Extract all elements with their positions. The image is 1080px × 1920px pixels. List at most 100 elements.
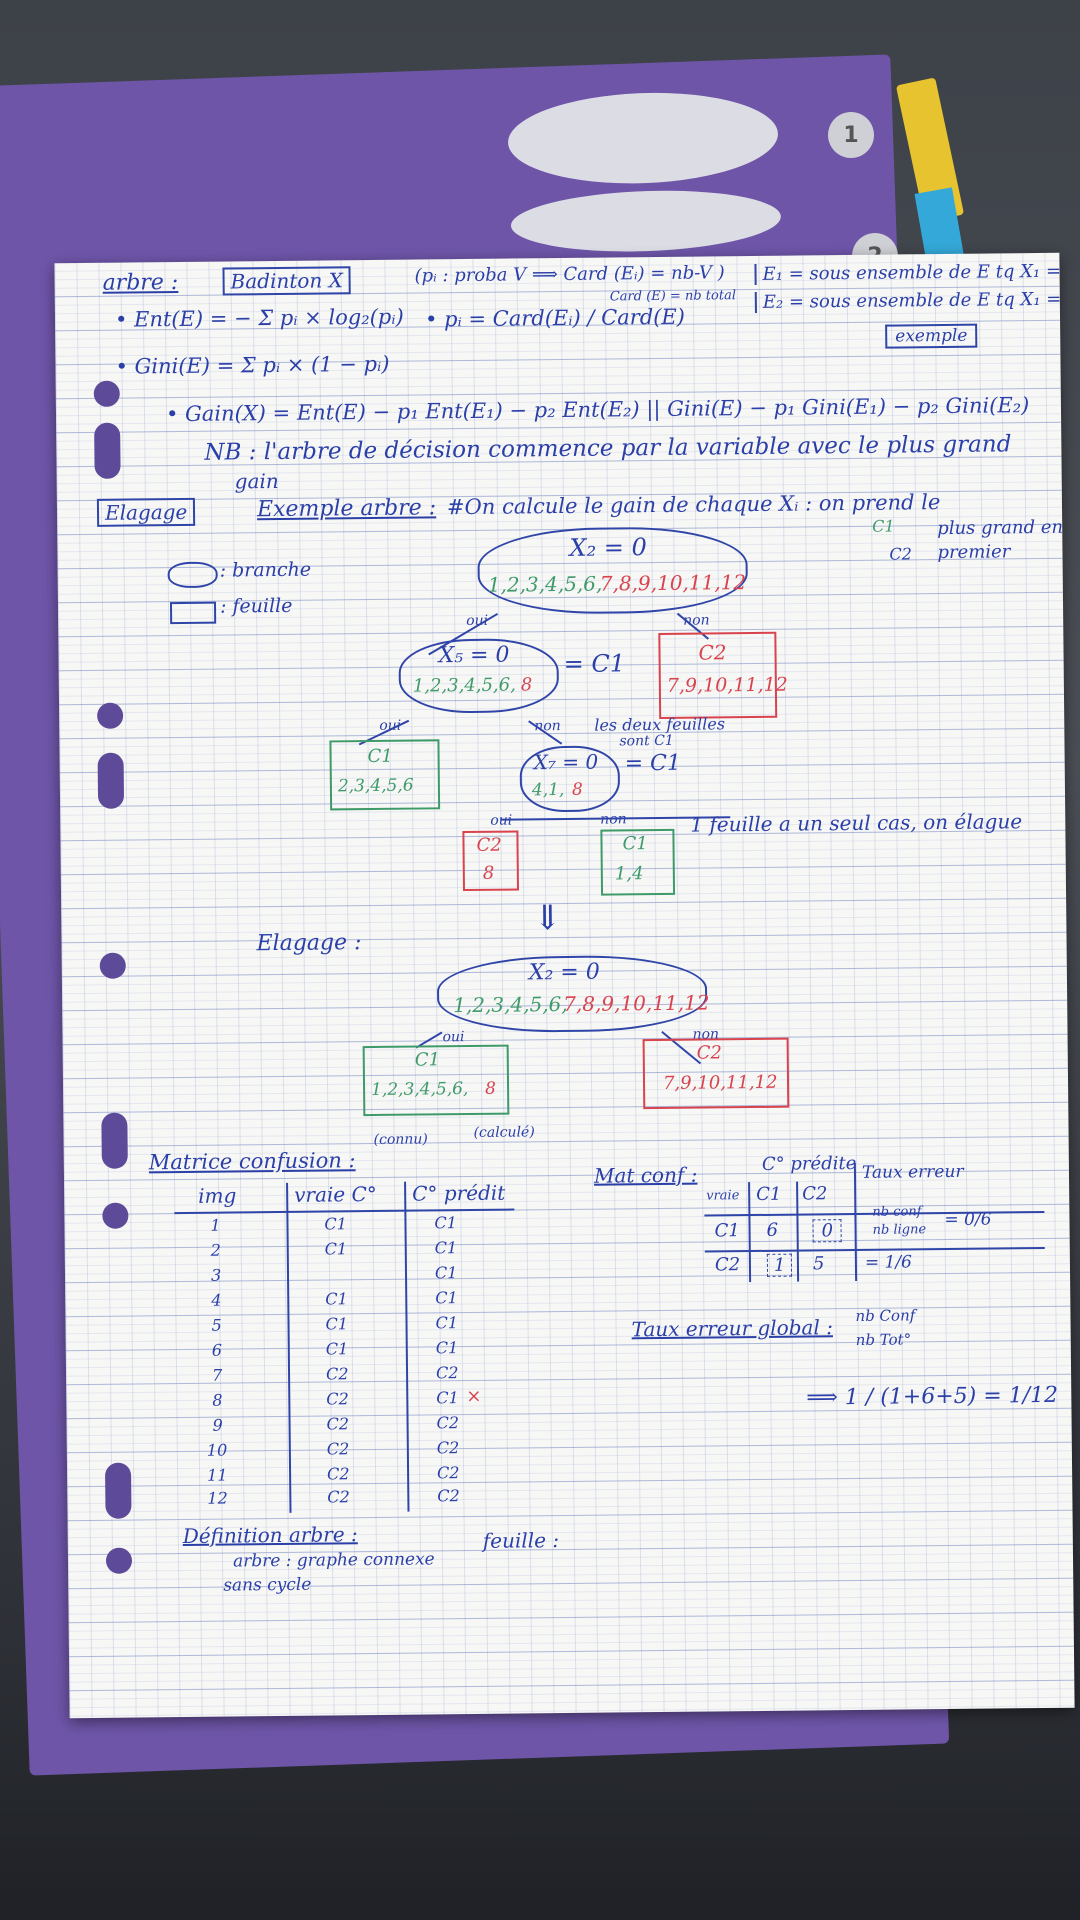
elagage-title: Elagage : (256, 930, 362, 957)
row-img: 7 (211, 1365, 223, 1385)
leaf-label: C2 (476, 834, 502, 856)
leaf-values: 8 (482, 862, 495, 884)
leaf-values-c2: 8 (484, 1078, 497, 1099)
leaf-label: C2 (698, 640, 727, 665)
row-vraie: C2 (326, 1389, 349, 1409)
gain-formula: • Gain(X) = Ent(E) − p₁ Ent(E₁) − p₂ Ent… (165, 393, 1030, 427)
leaf-label: C1 (367, 745, 393, 768)
row-c1: C1 (714, 1220, 740, 1242)
definition-line2: sans cycle (223, 1574, 312, 1596)
column-divider (404, 1181, 410, 1512)
leaf-label: C1 (622, 833, 648, 855)
row-c2: C2 (714, 1254, 741, 1276)
row-vraie: C2 (327, 1464, 350, 1484)
nb-note: NB : l'arbre de décision commence par la… (204, 431, 1012, 466)
matrice-title: Matrice confusion : (148, 1148, 356, 1175)
row-predit: C2 (435, 1363, 459, 1383)
folder-label-oval (509, 186, 782, 256)
leaf-legend: : feuille (219, 594, 293, 618)
row-vraie: C1 (324, 1239, 348, 1259)
grid-line (796, 1181, 800, 1282)
punch-hole (104, 1462, 132, 1519)
global-frac-top: nb Conf (855, 1306, 916, 1325)
tree1-node-x5: X₅ = 0 1,2,3,4,5,6, 8 (398, 638, 560, 714)
frac-top: nb conf (872, 1204, 922, 1220)
row-predit: C2 (436, 1413, 460, 1433)
row-vraie: C2 (327, 1487, 350, 1507)
row-img: 3 (210, 1265, 222, 1285)
leaf-legend-box (169, 601, 217, 625)
node-label: X₅ = 0 (438, 642, 510, 669)
col-c2: C2 (802, 1183, 828, 1205)
row-img: 4 (211, 1290, 222, 1310)
tree1-leaf-c2: C2 7,9,10,11,12 (658, 631, 788, 719)
row-img: 9 (212, 1415, 223, 1435)
row-img: 1 (210, 1215, 221, 1235)
cell-c2-c2: 5 (812, 1253, 825, 1275)
header-underline (174, 1208, 515, 1215)
node-x7-equals: = C1 (624, 750, 682, 777)
leaf-values: 1,4 (614, 863, 644, 885)
col-c1: C1 (756, 1183, 782, 1206)
matconf-title: Mat conf : (593, 1162, 698, 1188)
node-values-c1: 1,2,3,4,5,6, (487, 571, 603, 597)
node-values-c2: 7,8,9,10,11,12 (599, 570, 747, 596)
global-result: ⟹ 1 / (1+6+5) = 1/12 (806, 1382, 1059, 1411)
proba-note: (pᵢ : proba V ⟹ Card (Eᵢ) = nb-V ) (414, 262, 725, 287)
tree1-leaf-c1b: C1 1,4 (600, 828, 676, 896)
row-img: 10 (206, 1440, 228, 1460)
tree1-root-node: X₂ = 0 1,2,3,4,5,6, 7,8,9,10,11,12 (477, 526, 749, 615)
grid-line (704, 1246, 1045, 1253)
punch-hole (97, 752, 125, 809)
taux-global: Taux erreur global : (631, 1315, 833, 1342)
definition-line1: arbre : graphe connexe (232, 1549, 435, 1572)
row-predit: C1 (435, 1313, 459, 1333)
branch-legend: : branche (219, 558, 312, 582)
row-vraie: C2 (326, 1439, 350, 1459)
row-vraie: C1 (324, 1214, 348, 1234)
row-predit: C1 (434, 1213, 457, 1233)
premier-note: premier (937, 541, 1011, 564)
leaf-label: C2 (696, 1042, 723, 1064)
grid-line (853, 1162, 858, 1281)
matconf-grid: C° prédite vraie Taux erreur C1 C2 C1 C2… (704, 1151, 1045, 1285)
row-predit: C1 (436, 1388, 459, 1408)
cell-c1-c1: 6 (766, 1219, 779, 1241)
punch-hole (97, 702, 124, 729)
node-label: X₂ = 0 (528, 959, 600, 986)
row-vraie: C2 (325, 1364, 349, 1384)
error-c1: = 0/6 (944, 1209, 992, 1231)
row-img: 5 (211, 1315, 222, 1335)
elagage-heading: Elagage (96, 497, 196, 527)
tree1-leaf-c1: C1 2,3,4,5,6 (329, 739, 441, 811)
node-label: X₂ = 0 (569, 533, 647, 562)
leaf-values: 7,9,10,11,12 (662, 1071, 778, 1094)
exemple-box: exemple (885, 323, 978, 349)
error-c2: = 1/6 (864, 1252, 913, 1273)
folder-label-oval (506, 88, 780, 188)
row-vraie: C1 (325, 1314, 349, 1334)
definition-feuille: feuille : (482, 1528, 560, 1553)
row-predit: C1 (435, 1338, 459, 1358)
les-deux-note: les deux feuilles (594, 714, 726, 735)
cell-c1-c2: 0 (812, 1219, 843, 1243)
row-predit: C2 (437, 1486, 460, 1506)
node-label: X₇ = 0 (533, 749, 599, 775)
punch-hole (94, 422, 121, 479)
tree1-leaf-c2b: C2 8 (462, 830, 520, 892)
taux-header: Taux erreur (861, 1161, 964, 1183)
leaf-label: C1 (414, 1049, 441, 1071)
tree2-root-node: X₂ = 0 1,2,3,4,5,6, 7,8,9,10,11,12 (436, 954, 710, 1034)
row-predit: C2 (436, 1438, 460, 1458)
leaf-values: 2,3,4,5,6 (337, 775, 414, 797)
node-values-c1: 1,2,3,4,5,6, (453, 991, 568, 1018)
title-arbre: arbre : (102, 270, 179, 296)
cell-c2-c1: 1 (766, 1253, 793, 1277)
col-header-vraie: vraie C° (294, 1181, 377, 1207)
confusion-table: img vraie C° C° prédit 1 C1 C1 2 C1 C1 3… (174, 1181, 517, 1515)
legend-c1: C1 (872, 516, 895, 536)
predite-header: C° prédite (761, 1152, 857, 1175)
notebook-page: arbre : Badinton X (pᵢ : proba V ⟹ Card … (54, 252, 1075, 1719)
one-leaf-note: 1 feuille a un seul cas, on élague (690, 809, 1023, 837)
punch-hole (105, 1547, 133, 1574)
